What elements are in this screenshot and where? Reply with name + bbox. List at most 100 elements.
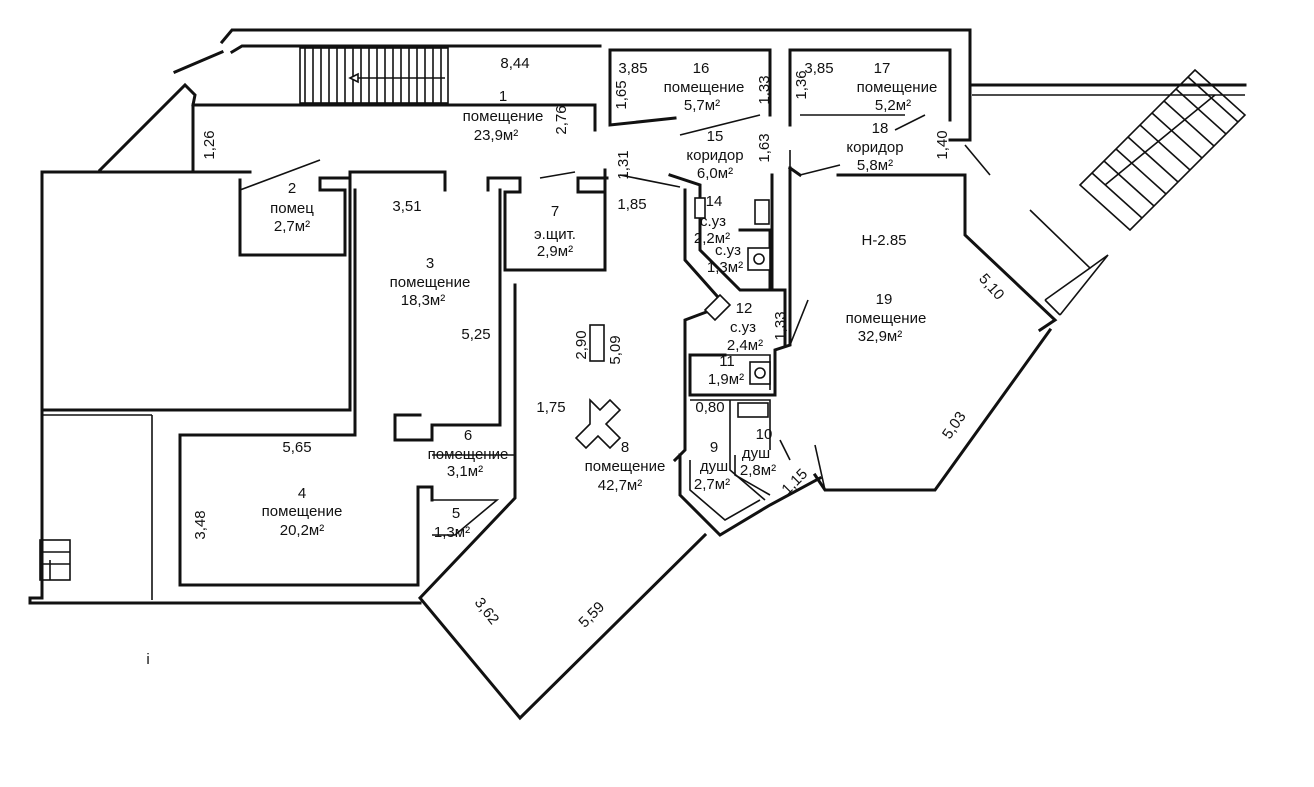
svg-text:14: 14 <box>706 193 723 210</box>
sink <box>737 402 769 418</box>
dim-label: 1,15 <box>778 465 811 498</box>
dim-label: 2,76 <box>553 105 570 134</box>
dimensions: 8,44 1,26 2,76 3,51 5,25 5,65 3,48 1,31 … <box>146 55 1007 668</box>
svg-text:8: 8 <box>621 439 629 456</box>
svg-text:с.уз: с.уз <box>730 319 756 336</box>
room-15-label: 15 коридор 6,0м² <box>686 128 743 182</box>
dim-label: 1,33 <box>756 75 773 104</box>
svg-text:с.уз: с.уз <box>700 213 726 230</box>
svg-text:18,3м²: 18,3м² <box>401 292 446 309</box>
dim-label: 1,63 <box>756 133 773 162</box>
column-star <box>574 398 622 450</box>
svg-text:помещение: помещение <box>262 503 343 520</box>
svg-text:4: 4 <box>298 485 306 502</box>
room-16-label: 16 помещение 5,7м² <box>664 60 745 114</box>
svg-text:9: 9 <box>710 439 718 456</box>
stairs-bottom-left <box>39 539 71 581</box>
dim-label: 5,25 <box>461 326 490 343</box>
svg-text:1,3м²: 1,3м² <box>434 524 470 541</box>
fixtures <box>574 197 771 450</box>
svg-text:5,8м²: 5,8м² <box>857 157 893 174</box>
room-9-label: 9 душ 2,7м² <box>694 439 730 493</box>
svg-text:помещение: помещение <box>428 446 509 463</box>
room-1-label: 1 помещение 23,9м² <box>463 88 544 144</box>
svg-text:23,9м²: 23,9м² <box>474 127 519 144</box>
room-2-label: 2 помец 2,7м² <box>270 180 314 235</box>
dim-label: 3,51 <box>392 198 421 215</box>
room-4-label: 4 помещение 20,2м² <box>262 485 343 539</box>
svg-text:5: 5 <box>452 505 460 522</box>
room-12-label: 12 с.уз 2,4м² <box>727 300 763 354</box>
svg-text:с.уз: с.уз <box>715 242 741 259</box>
svg-text:помещение: помещение <box>846 310 927 327</box>
stray-mark: i <box>146 651 149 668</box>
stairs-right <box>1078 68 1247 232</box>
svg-text:2,7м²: 2,7м² <box>694 476 730 493</box>
room-3-label: 3 помещение 18,3м² <box>390 255 471 309</box>
toilet <box>749 361 771 385</box>
svg-text:16: 16 <box>693 60 710 77</box>
column <box>589 324 605 362</box>
stairs-top <box>299 47 449 104</box>
room-10-label: 10 душ 2,8м² <box>740 426 776 479</box>
room-6-label: 6 помещение 3,1м² <box>428 427 509 480</box>
svg-text:коридор: коридор <box>846 139 903 156</box>
dim-label: 2,90 <box>573 330 590 359</box>
svg-text:6: 6 <box>464 427 472 444</box>
svg-text:помещение: помещение <box>463 108 544 125</box>
dim-label: 1,75 <box>536 399 565 416</box>
svg-text:1,3м²: 1,3м² <box>707 259 743 276</box>
dim-label: 5,03 <box>939 409 970 443</box>
svg-text:18: 18 <box>872 120 889 137</box>
svg-text:2,7м²: 2,7м² <box>274 218 310 235</box>
room-18-label: 18 коридор 5,8м² <box>846 120 903 174</box>
dim-label: 1,36 <box>793 70 810 99</box>
svg-text:6,0м²: 6,0м² <box>697 165 733 182</box>
svg-text:10: 10 <box>756 426 773 443</box>
svg-text:2,4м²: 2,4м² <box>727 337 763 354</box>
toilet <box>747 247 771 271</box>
sink <box>754 199 770 225</box>
dim-label: 1,26 <box>201 130 218 159</box>
room-8-label: 8 помещение 42,7м² <box>585 439 666 494</box>
height-note: H-2.85 <box>861 232 906 249</box>
svg-text:2,2м²: 2,2м² <box>694 230 730 247</box>
svg-text:32,9м²: 32,9м² <box>858 328 903 345</box>
dim-label: 1,33 <box>772 311 789 340</box>
svg-text:5,7м²: 5,7м² <box>684 97 720 114</box>
svg-text:помещение: помещение <box>585 458 666 475</box>
dim-label: 1,65 <box>613 80 630 109</box>
dim-label: 1,40 <box>934 130 951 159</box>
dim-label: 3,48 <box>192 510 209 539</box>
dim-label: 3,62 <box>471 594 502 627</box>
svg-text:17: 17 <box>874 60 891 77</box>
svg-text:помещение: помещение <box>390 274 471 291</box>
room-17-label: 17 помещение 5,2м² <box>857 60 938 114</box>
svg-text:помещение: помещение <box>857 79 938 96</box>
room-19-label: 19 помещение 32,9м² <box>846 291 927 345</box>
sink <box>703 293 732 322</box>
svg-text:2,8м²: 2,8м² <box>740 462 776 479</box>
svg-text:12: 12 <box>736 300 753 317</box>
svg-text:1,9м²: 1,9м² <box>708 371 744 388</box>
dim-label: 8,44 <box>500 55 529 72</box>
dim-label: 5,59 <box>575 598 608 631</box>
dim-label: 5,65 <box>282 439 311 456</box>
pipe <box>694 197 706 219</box>
svg-text:2,9м²: 2,9м² <box>537 243 573 260</box>
walls <box>28 28 1247 721</box>
room-13-label: с.уз 1,3м² <box>707 242 743 276</box>
dim-label: 1,85 <box>617 196 646 213</box>
svg-text:помещение: помещение <box>664 79 745 96</box>
dim-label: 0,80 <box>695 399 724 416</box>
room-5-label: 5 1,3м² <box>434 505 470 541</box>
dim-label: 5,10 <box>975 270 1007 303</box>
dim-label: 5,09 <box>607 335 624 364</box>
svg-text:42,7м²: 42,7м² <box>598 477 643 494</box>
svg-text:помец: помец <box>270 200 314 217</box>
svg-text:2: 2 <box>288 180 296 197</box>
svg-text:э.щит.: э.щит. <box>534 226 576 243</box>
svg-text:20,2м²: 20,2м² <box>280 522 325 539</box>
svg-text:3,1м²: 3,1м² <box>447 463 483 480</box>
